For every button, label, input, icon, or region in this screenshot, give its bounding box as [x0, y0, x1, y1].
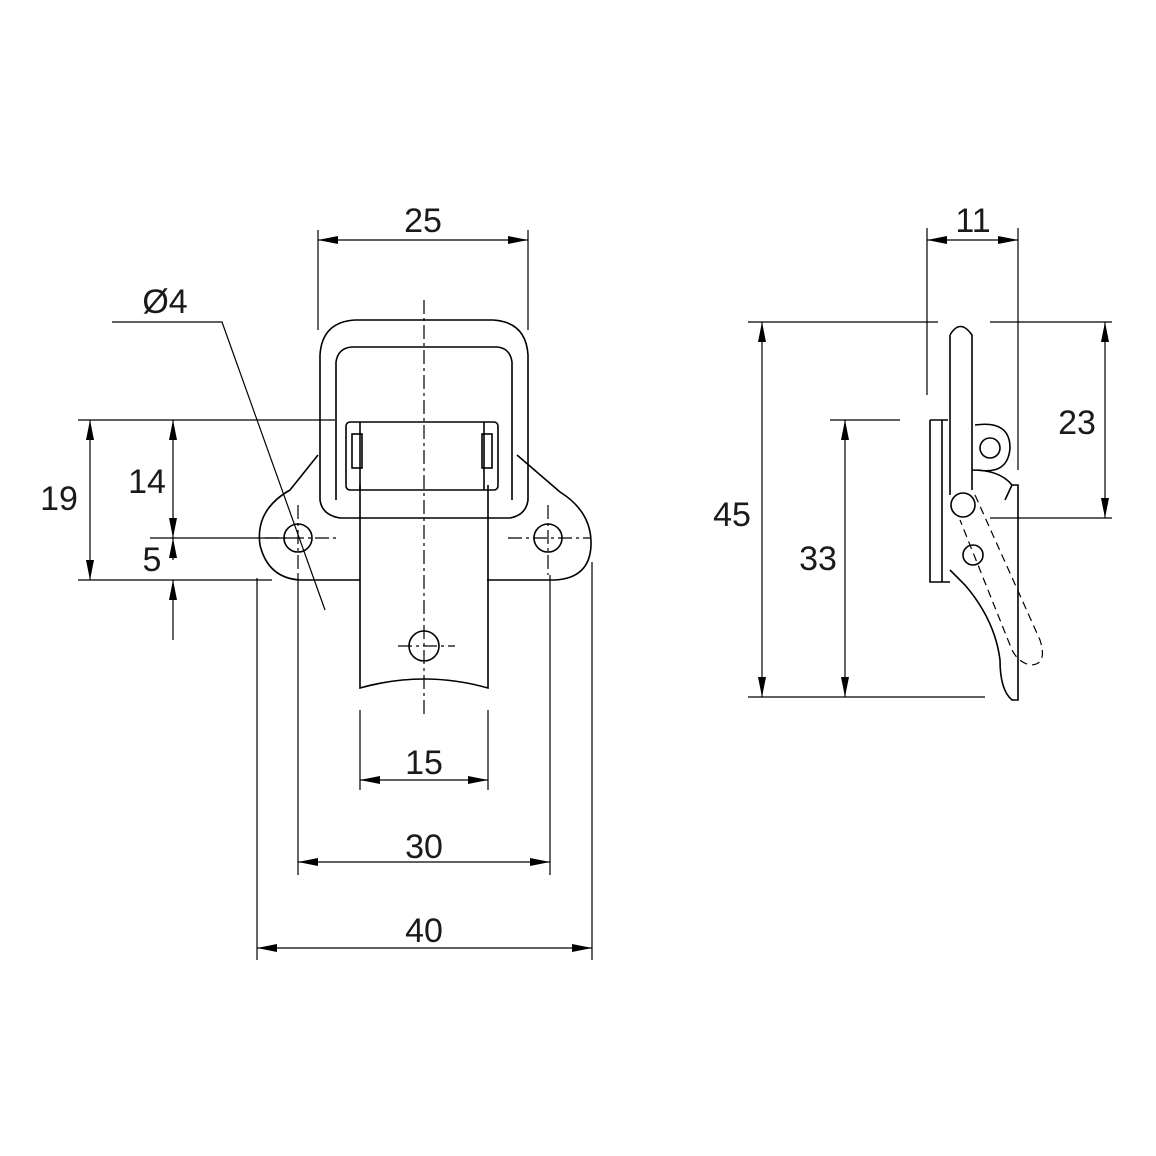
- dim-overall-height: 45: [713, 496, 751, 534]
- dim-hole-spacing: 30: [405, 828, 443, 866]
- front-extension-lines: [78, 230, 593, 960]
- front-dimension-lines: [86, 236, 592, 952]
- dim-height-33: 33: [799, 540, 837, 578]
- side-base-plate: [929, 420, 950, 583]
- dim-height-19: 19: [40, 480, 78, 518]
- side-hinge-boss: [974, 423, 1011, 472]
- side-lever: [949, 325, 973, 495]
- side-lever-open-position: [959, 494, 1043, 666]
- dim-tongue-width: 15: [405, 744, 443, 782]
- side-extension-lines: [748, 228, 1112, 698]
- dim-hole-diameter: Ø4: [142, 283, 187, 321]
- side-catch: [949, 469, 1019, 701]
- bail-loop-inner: [335, 346, 513, 420]
- dim-front-top-width: 25: [404, 202, 442, 240]
- dim-overall-width: 40: [405, 912, 443, 950]
- side-dimension-lines: [758, 236, 1109, 697]
- side-pin-upper: [950, 492, 976, 518]
- hinge-roll: [345, 421, 499, 491]
- side-pin-lower: [962, 544, 984, 566]
- dim-height-14: 14: [128, 463, 166, 501]
- front-view: [258, 300, 592, 715]
- dim-height-5: 5: [143, 541, 162, 579]
- dim-side-thickness: 11: [955, 202, 990, 240]
- base-plate: [258, 454, 592, 581]
- side-view: [929, 325, 1043, 701]
- bail-loop-outer: [319, 319, 529, 519]
- dim-height-23: 23: [1058, 404, 1096, 442]
